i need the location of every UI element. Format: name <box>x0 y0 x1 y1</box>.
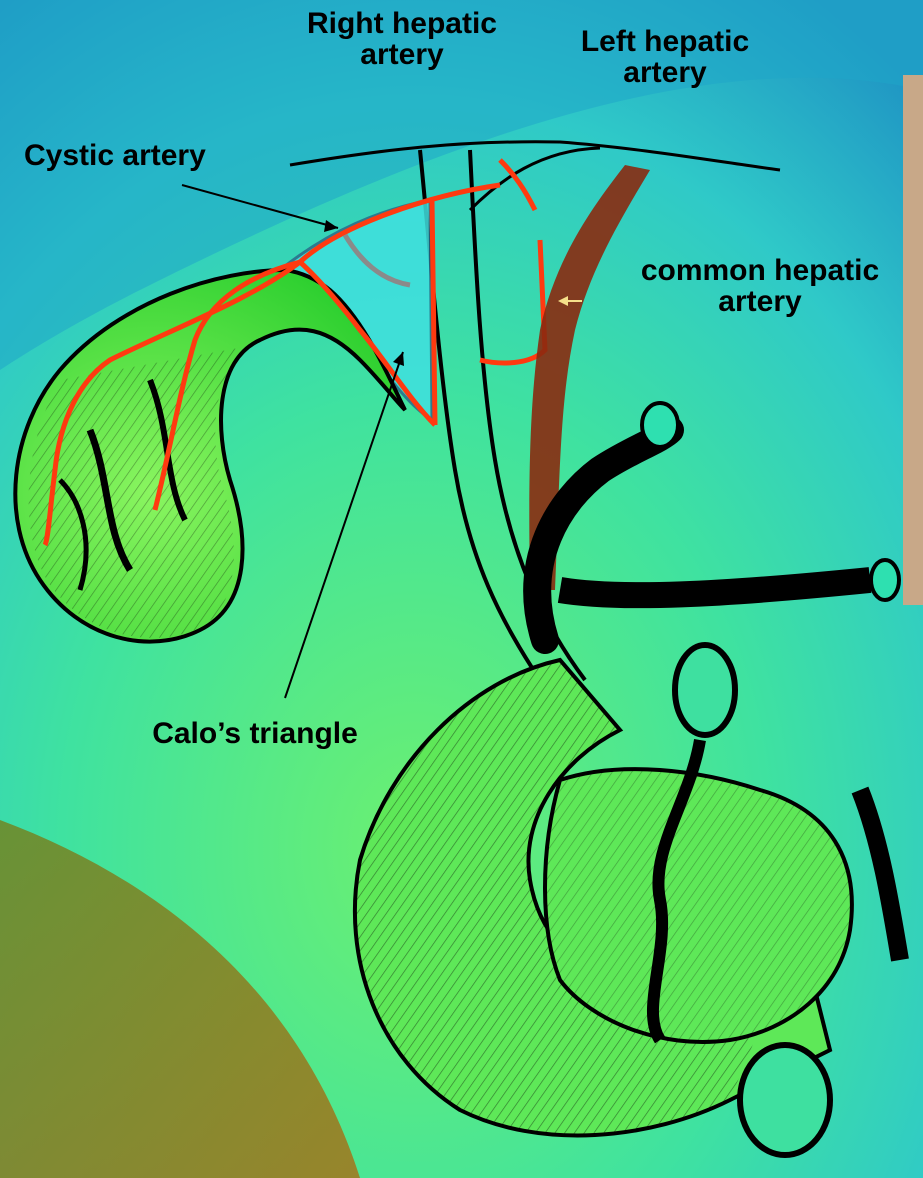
label-left-hepatic-artery: Left hepatic artery <box>540 26 790 88</box>
splenic-vein-end <box>871 560 899 600</box>
gallbladder-texture <box>29 345 255 638</box>
side-panel <box>903 75 923 605</box>
duodenum-lumen-bottom <box>740 1045 830 1155</box>
label-common-hepatic-artery: common hepatic artery <box>600 255 920 317</box>
splenic-vein <box>560 580 870 595</box>
label-calo-triangle: Calo’s triangle <box>110 718 400 749</box>
label-right-hepatic-artery: Right hepatic artery <box>272 8 532 70</box>
duodenum-lumen-top <box>675 645 735 735</box>
right-hepatic-artery <box>432 200 435 425</box>
portal-vein-end <box>642 403 678 447</box>
label-cystic-artery: Cystic artery <box>24 140 264 171</box>
